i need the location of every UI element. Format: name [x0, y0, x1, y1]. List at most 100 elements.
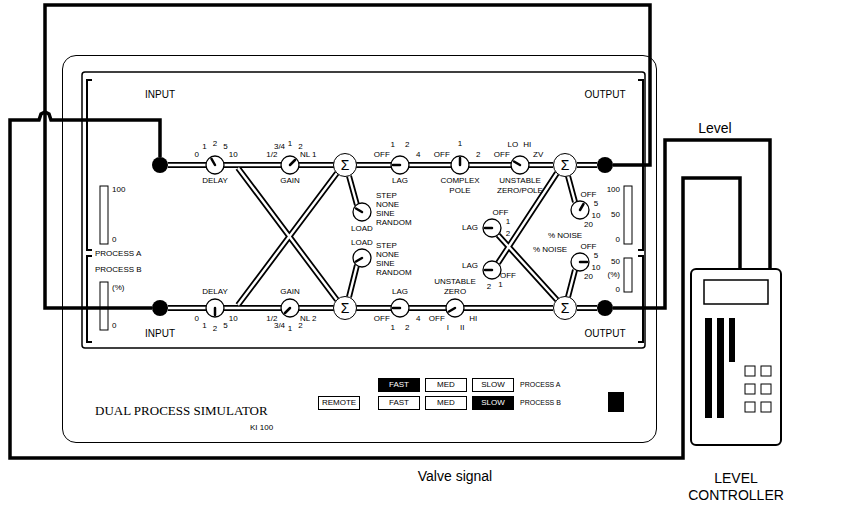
summing-junction: Σ	[553, 153, 577, 177]
load-option: RANDOM	[376, 268, 412, 278]
bar-scale-number: 0	[112, 321, 116, 331]
load-option: STEP	[376, 191, 397, 201]
dial-scale-number: 5	[594, 199, 598, 209]
signal-channel	[577, 165, 597, 166]
remote-button: REMOTE	[318, 396, 360, 410]
dial-scale-number: I	[447, 323, 449, 333]
dial-label: DELAY	[202, 287, 228, 297]
dial-label: LAG	[462, 261, 478, 271]
dial-scale-number: 5	[223, 321, 227, 331]
button-label: MED	[437, 381, 455, 389]
dial-scale-number: OFF	[581, 242, 597, 252]
channel-inner	[577, 307, 597, 309]
dial-scale-number: 1	[202, 321, 206, 331]
dial-scale-number: 2	[506, 229, 510, 239]
dial-scale-number: 1/2	[266, 150, 277, 160]
bar-scale-number: (%)	[608, 270, 620, 280]
jack-label: OUTPUT	[584, 328, 625, 340]
dial-scale-number: 3/4	[274, 142, 285, 152]
jack-label: INPUT	[145, 328, 175, 340]
dial	[281, 299, 299, 317]
speed-button: FAST	[378, 378, 420, 392]
bracket	[87, 80, 92, 250]
dial-scale-number: 10	[229, 150, 238, 160]
sum-symbol: Σ	[341, 301, 350, 315]
dial	[511, 156, 529, 174]
dial-label: GAIN	[280, 287, 300, 297]
dial-scale-number: 2	[476, 150, 480, 160]
dial-scale-number: 1	[288, 324, 292, 334]
controller-key	[761, 366, 771, 376]
dial-scale-number: 5	[223, 142, 227, 152]
speed-button: MED	[425, 378, 467, 392]
dial-scale-number: 2	[487, 282, 491, 292]
bar-scale-number: 50	[611, 257, 620, 267]
input-jack: INPUT	[152, 300, 168, 316]
dial-scale-number: OFF	[493, 208, 509, 218]
speed-button: SLOW	[472, 378, 514, 392]
dial-label: % NOISE	[548, 231, 582, 241]
bar-scale-number: 50	[611, 210, 620, 220]
dial-scale-number: OFF	[500, 271, 516, 281]
dial	[206, 299, 224, 317]
output-jack: OUTPUT	[597, 300, 613, 316]
dial-scale-number: 2	[213, 139, 217, 149]
summing-junction: Σ	[333, 153, 357, 177]
controller-name: LEVEL CONTROLLER	[688, 470, 784, 504]
input-jack: INPUT	[152, 157, 168, 173]
dial-scale-number: 4	[416, 150, 420, 160]
dial-pointer	[356, 258, 362, 262]
speed-button: MED	[425, 396, 467, 410]
controller-bar	[717, 318, 724, 418]
dial-pointer	[214, 308, 217, 315]
controller-key	[745, 384, 755, 394]
dial-scale-number: 1	[391, 140, 395, 150]
level-controller: LEVEL CONTROLLER	[690, 268, 782, 446]
summing-junction: Σ	[553, 296, 577, 320]
dial-scale-number: 2	[405, 140, 409, 150]
dial-scale-number: 2	[405, 323, 409, 333]
dial	[391, 299, 409, 317]
dial-pointer	[356, 209, 362, 213]
jack-label: INPUT	[145, 89, 175, 101]
channel-outline	[168, 165, 575, 308]
dial-label: COMPLEX POLE	[438, 176, 482, 195]
bar-graph	[624, 186, 632, 244]
process-label: PROCESS A	[520, 381, 560, 389]
bar-scale-number: (%)	[112, 283, 124, 293]
controller-keys	[745, 366, 771, 412]
button-label: REMOTE	[322, 399, 356, 407]
bar-scale-number: 0	[616, 285, 620, 295]
dial-scale-number: 1	[391, 323, 395, 333]
channel-outline	[577, 305, 597, 311]
dial	[391, 156, 409, 174]
dial-scale-number: HI	[523, 140, 531, 150]
dial	[353, 249, 371, 267]
dial-scale-number: 2	[298, 321, 302, 331]
load-option: NONE	[376, 250, 399, 260]
bracket	[87, 256, 92, 342]
dial-pointer	[285, 308, 290, 313]
bar-scale-number: 0	[616, 235, 620, 245]
controller-front	[704, 280, 771, 418]
dial-scale-number: OFF	[581, 190, 597, 200]
process-label: PROCESS B	[520, 399, 561, 407]
sum-symbol: Σ	[561, 158, 570, 172]
dial-scale-number: 3/4	[274, 321, 285, 331]
dial-scale-number: OFF	[434, 150, 450, 160]
dial-scale-number: OFF	[429, 314, 445, 324]
dial-label: LAG	[392, 287, 408, 297]
button-label: FAST	[389, 399, 409, 407]
dial	[206, 156, 224, 174]
process-label: PROCESS B	[95, 265, 142, 275]
button-label: SLOW	[481, 399, 505, 407]
bar-scale-number: 0	[112, 235, 116, 245]
power-switch	[608, 392, 624, 412]
dial	[571, 201, 589, 219]
dial-scale-number: 20	[584, 220, 593, 230]
wire-label: Level	[698, 120, 731, 137]
wire-path	[10, 112, 740, 458]
controller-key	[745, 402, 755, 412]
